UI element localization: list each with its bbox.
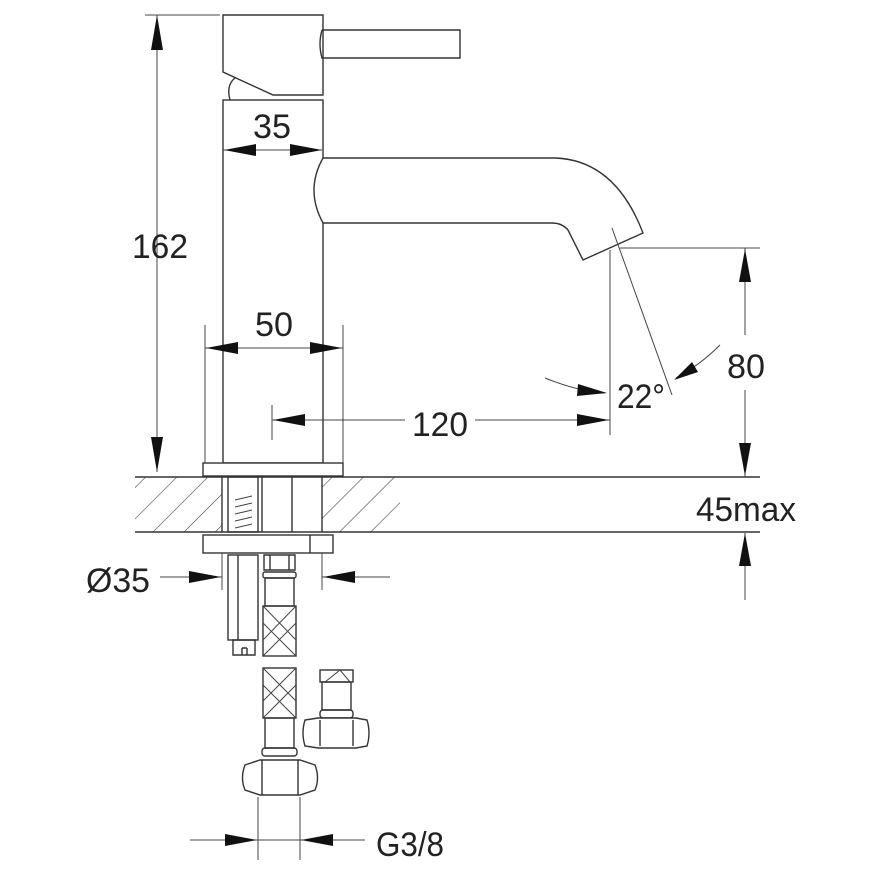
base-width-label: 50 bbox=[255, 306, 293, 344]
body-width-label: 35 bbox=[253, 108, 291, 146]
countertop bbox=[135, 476, 760, 533]
thread-size-label: G3/8 bbox=[376, 826, 444, 864]
counter-thickness-label: 45max bbox=[696, 491, 796, 529]
faucet-body bbox=[202, 14, 644, 477]
dimension-lines bbox=[145, 14, 760, 860]
fixing-assembly bbox=[202, 476, 370, 796]
spout-angle-label: 22° bbox=[617, 378, 665, 416]
spout-reach-label: 120 bbox=[412, 406, 468, 444]
total-height-label: 162 bbox=[132, 228, 188, 266]
hole-diameter-label: Ø35 bbox=[86, 562, 150, 600]
spout-height-label: 80 bbox=[727, 348, 765, 386]
